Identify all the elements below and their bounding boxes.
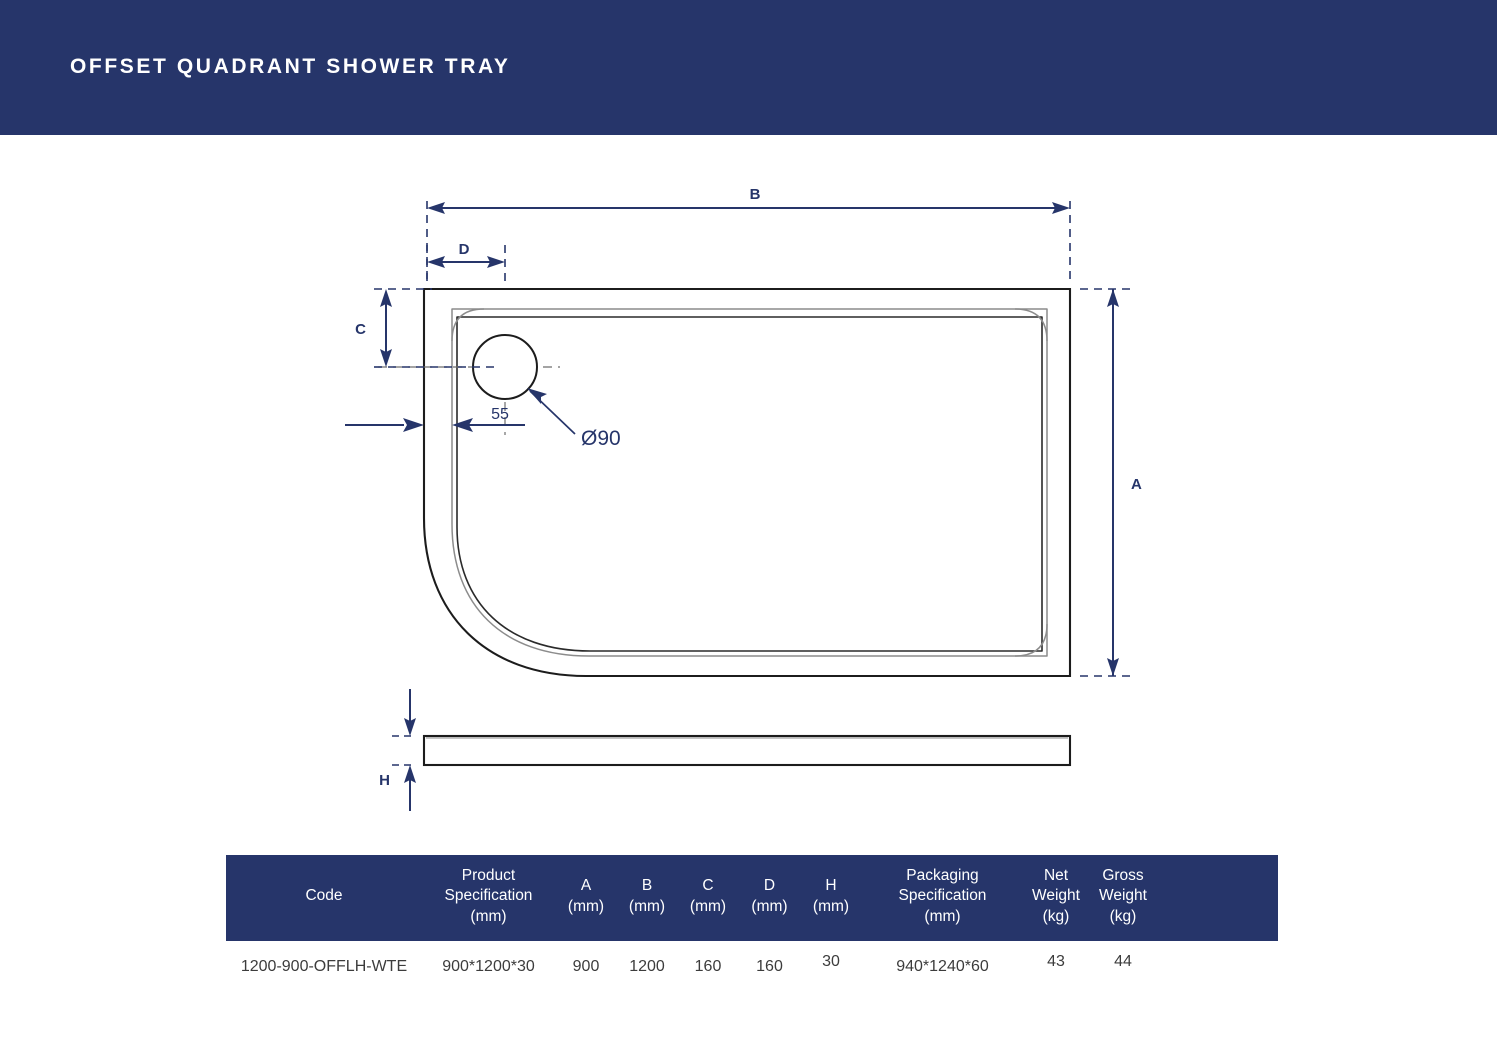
drawing-canvas: B D C A [345,186,1142,811]
spec-table-wrapper: Code Product Specification (mm) A (mm) B… [226,855,1278,993]
dimension-b: B [426,186,1071,285]
drain-circle [472,334,538,400]
table-header-row: Code Product Specification (mm) A (mm) B… [226,855,1278,941]
cell-a: 900 [555,939,617,993]
table-row: 1200-900-OFFLH-WTE 900*1200*30 900 1200 … [226,939,1278,993]
dimension-diameter-90-label: Ø90 [581,427,621,450]
col-header-gross-weight: Gross Weight (kg) [1089,855,1157,941]
dimension-b-label: B [750,186,761,203]
dimension-waste-offset-55: 55 [345,406,525,432]
col-header-a: A (mm) [555,855,617,941]
page-header-band: OFFSET QUADRANT SHOWER TRAY [0,0,1497,135]
cell-product: 900*1200*30 [422,939,555,993]
col-header-d: D (mm) [739,855,800,941]
col-header-code: Code [226,855,422,941]
cell-h: 30 [800,939,862,993]
cell-gross-weight: 44 [1089,939,1157,993]
dimension-waste-diameter: Ø90 [527,388,621,450]
dimension-c: C [355,288,500,368]
dimension-d: D [426,241,506,287]
cell-blank [1157,939,1278,993]
col-header-blank [1157,855,1278,941]
col-header-net-weight: Net Weight (kg) [1023,855,1089,941]
page-title: OFFSET QUADRANT SHOWER TRAY [70,55,511,78]
col-header-b: B (mm) [617,855,677,941]
dimension-h-label: H [379,772,390,789]
dimension-d-label: D [459,241,470,258]
dimension-c-label: C [355,321,366,338]
cell-net-weight: 43 [1023,939,1089,993]
cell-packaging: 940*1240*60 [862,939,1023,993]
dimension-a: A [1080,288,1142,677]
cell-code: 1200-900-OFFLH-WTE [226,939,422,993]
tray-inner-rim-outline [451,308,1048,657]
col-header-product-specification: Product Specification (mm) [422,855,555,941]
product-specification-table: Code Product Specification (mm) A (mm) B… [226,855,1278,993]
cell-c: 160 [677,939,739,993]
col-header-packaging-specification: Packaging Specification (mm) [862,855,1023,941]
cell-b: 1200 [617,939,677,993]
cell-d: 160 [739,939,800,993]
tray-outer-outline [422,287,1072,678]
col-header-c: C (mm) [677,855,739,941]
col-header-h: H (mm) [800,855,862,941]
tray-rim-corner-radius [451,308,1048,657]
tray-section-profile [422,734,1072,767]
technical-drawing: B D C A [0,135,1497,840]
dimension-a-label: A [1131,476,1142,493]
dimension-h: H [379,689,416,811]
dimension-55-label: 55 [491,406,509,423]
